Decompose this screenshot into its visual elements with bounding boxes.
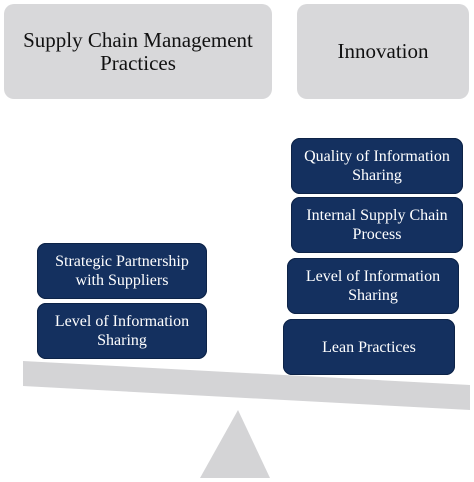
left-block-label: Level of Information Sharing bbox=[54, 313, 190, 349]
right-block-label: Internal Supply Chain Process bbox=[306, 207, 448, 243]
left-block-strategic-partnership: Strategic Partnership with Suppliers bbox=[37, 243, 207, 299]
left-block-label: Strategic Partnership with Suppliers bbox=[55, 253, 189, 289]
left-block-level-of-information-sharing: Level of Information Sharing bbox=[37, 303, 207, 359]
seesaw-beam bbox=[23, 361, 470, 410]
right-block-lean-practices: Lean Practices bbox=[283, 319, 455, 375]
right-block-label: Lean Practices bbox=[322, 338, 416, 356]
triangle-fulcrum-icon bbox=[200, 410, 270, 478]
header-innovation: Innovation bbox=[297, 4, 469, 99]
right-block-level-of-information-sharing: Level of Information Sharing bbox=[287, 258, 459, 314]
right-block-internal-supply-chain-process: Internal Supply Chain Process bbox=[291, 197, 463, 253]
right-block-label: Quality of Information Sharing bbox=[304, 148, 450, 184]
right-block-label: Level of Information Sharing bbox=[305, 268, 441, 304]
header-supply-chain-management-practices: Supply Chain Management Practices bbox=[4, 4, 272, 99]
header-left-label: Supply Chain Management Practices bbox=[23, 27, 253, 75]
header-right-label: Innovation bbox=[337, 39, 429, 63]
right-block-quality-of-information-sharing: Quality of Information Sharing bbox=[291, 138, 463, 194]
